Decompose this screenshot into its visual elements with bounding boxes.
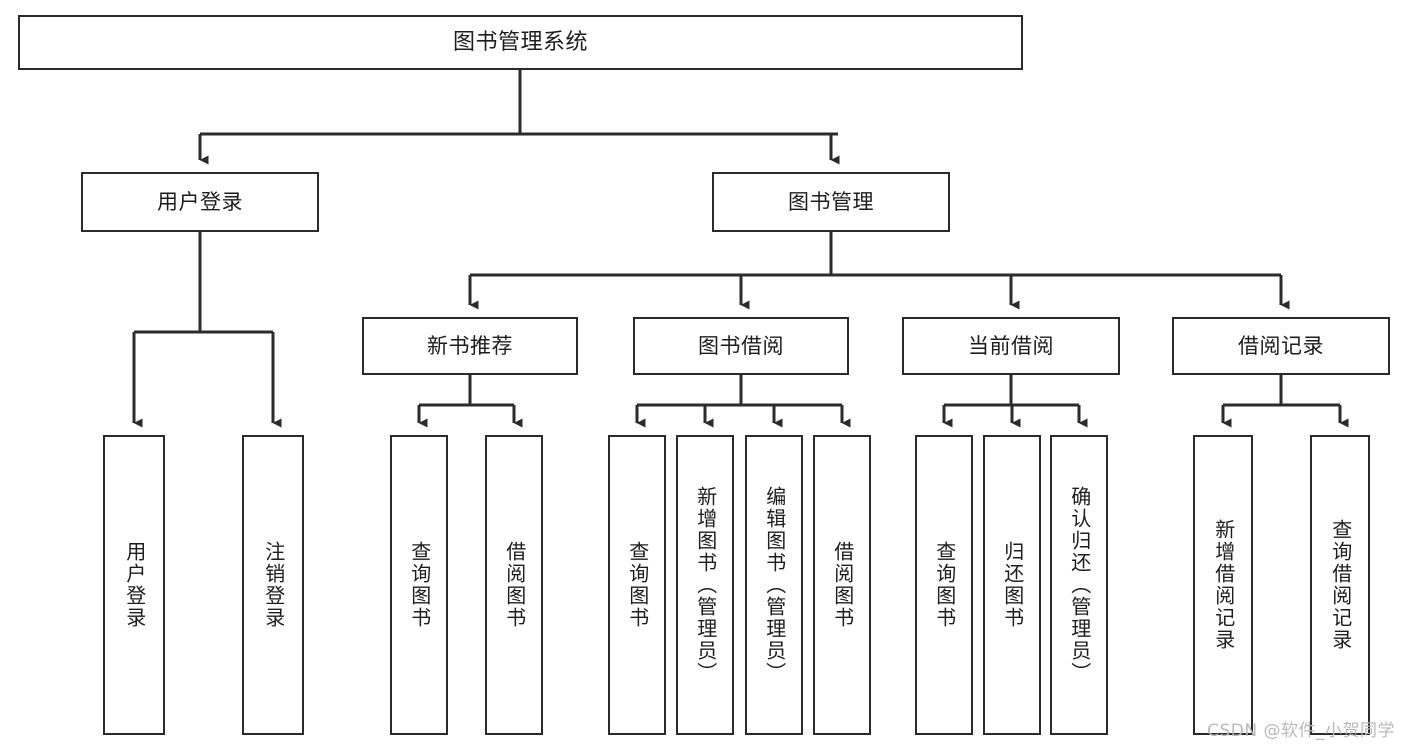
leaf-cb-return-book[interactable]: 归还图书 — [983, 435, 1041, 735]
node-label: 用户登录 — [157, 189, 243, 214]
node-label: 借阅图书 — [502, 541, 527, 629]
leaf-nb-query-book[interactable]: 查询图书 — [390, 435, 448, 735]
leaf-bb-borrow-book[interactable]: 借阅图书 — [813, 435, 871, 735]
node-label: 借阅记录 — [1238, 333, 1324, 358]
leaf-nb-borrow-book[interactable]: 借阅图书 — [485, 435, 543, 735]
leaf-cb-query-book[interactable]: 查询图书 — [915, 435, 973, 735]
leaf-user-login[interactable]: 用户登录 — [103, 435, 165, 735]
node-label: 借阅图书 — [830, 541, 855, 629]
node-label: 查询图书 — [625, 541, 650, 629]
node-label: 新增借阅记录 — [1211, 519, 1236, 651]
node-label: 编辑图书（管理员） — [762, 486, 787, 684]
leaf-bb-add-book-admin[interactable]: 新增图书（管理员） — [676, 435, 734, 735]
leaf-cb-confirm-return-admin[interactable]: 确认归还（管理员） — [1050, 435, 1108, 735]
node-user-login[interactable]: 用户登录 — [81, 172, 319, 232]
node-book-borrow[interactable]: 图书借阅 — [633, 317, 849, 375]
node-label: 查询图书 — [407, 541, 432, 629]
node-label: 归还图书 — [1000, 541, 1025, 629]
node-label: 图书借阅 — [698, 333, 784, 358]
leaf-bb-edit-book-admin[interactable]: 编辑图书（管理员） — [745, 435, 803, 735]
node-label: 注销登录 — [261, 541, 286, 629]
leaf-br-add-record[interactable]: 新增借阅记录 — [1193, 435, 1253, 735]
node-borrow-record[interactable]: 借阅记录 — [1172, 317, 1390, 375]
node-label: 用户登录 — [122, 541, 147, 629]
node-label: 查询图书 — [932, 541, 957, 629]
node-label: 新增图书（管理员） — [693, 486, 718, 684]
leaf-br-query-record[interactable]: 查询借阅记录 — [1310, 435, 1370, 735]
node-label: 当前借阅 — [968, 333, 1054, 358]
node-book-management[interactable]: 图书管理 — [712, 172, 950, 232]
node-label: 图书管理 — [788, 189, 874, 214]
node-label: 确认归还（管理员） — [1067, 486, 1092, 684]
node-label: 图书管理系统 — [452, 29, 588, 55]
node-root-system[interactable]: 图书管理系统 — [18, 15, 1023, 70]
node-label: 查询借阅记录 — [1328, 519, 1353, 651]
leaf-logout[interactable]: 注销登录 — [242, 435, 304, 735]
node-current-borrow[interactable]: 当前借阅 — [902, 317, 1120, 375]
leaf-bb-query-book[interactable]: 查询图书 — [608, 435, 666, 735]
node-label: 新书推荐 — [427, 333, 513, 358]
node-new-book-recommend[interactable]: 新书推荐 — [362, 317, 578, 375]
